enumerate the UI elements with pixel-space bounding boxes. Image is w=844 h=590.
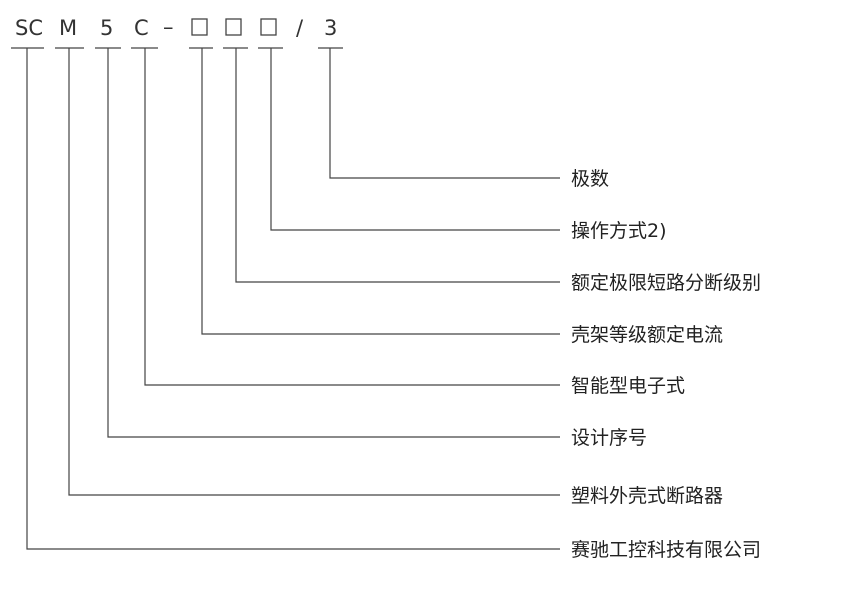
code-box-2 [225, 18, 242, 36]
code-slash: / [296, 16, 304, 40]
code-dash: – [163, 15, 174, 39]
leader-design-no [107, 48, 560, 438]
code-5: 5 [100, 16, 113, 40]
label-company: 赛驰工控科技有限公司 [571, 539, 761, 561]
leader-mccb [68, 48, 560, 496]
label-intelligent: 智能型电子式 [571, 375, 685, 397]
leader-company [26, 48, 560, 550]
leader-frame-current [201, 48, 560, 335]
label-mccb: 塑料外壳式断路器 [571, 485, 723, 507]
label-breaking-capacity: 额定极限短路分断级别 [571, 272, 761, 294]
leader-poles [329, 48, 560, 179]
leader-operation [270, 48, 560, 231]
code-3: 3 [324, 16, 337, 40]
code-sc: SC [15, 16, 43, 40]
code-box-3 [260, 18, 277, 36]
label-design-no: 设计序号 [571, 427, 647, 449]
leader-breaking-capacity [235, 48, 560, 283]
label-poles: 极数 [571, 168, 609, 190]
leader-intelligent [144, 48, 560, 386]
code-c: C [134, 16, 149, 40]
code-m: M [59, 16, 77, 40]
label-frame-current: 壳架等级额定电流 [571, 324, 723, 346]
label-operation: 操作方式2) [571, 220, 667, 242]
code-box-1 [191, 18, 208, 36]
